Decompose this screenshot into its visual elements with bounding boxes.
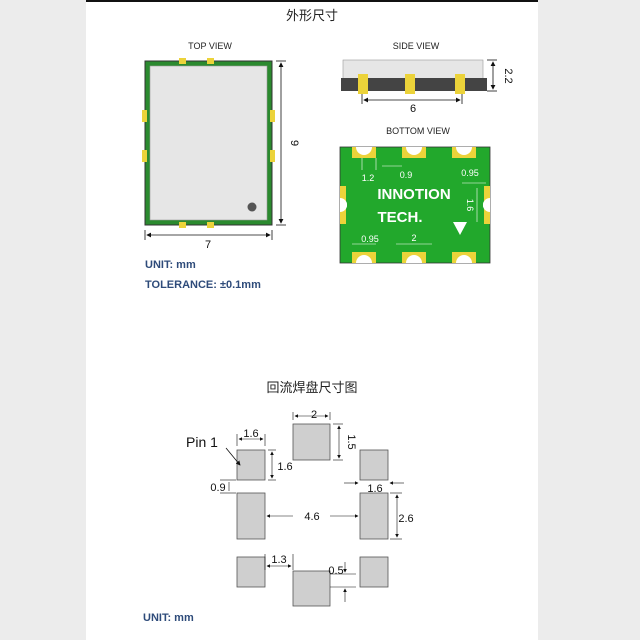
land-pattern xyxy=(236,423,389,607)
dim-top-height: 1.5 xyxy=(345,434,357,449)
pin1-label: Pin 1 xyxy=(186,434,218,450)
top-view-label: TOP VIEW xyxy=(188,41,232,51)
dim-center: 4.6 xyxy=(304,511,319,523)
outline-title: 外形尺寸 xyxy=(286,8,338,23)
dim-edge: 0.95 xyxy=(461,168,479,178)
dim-width: 7 xyxy=(205,239,211,251)
top-view-package xyxy=(142,58,275,228)
pin1-triangle-icon xyxy=(453,222,467,235)
dim-side-height: 2.2 xyxy=(502,68,514,83)
dim-edge2: 0.95 xyxy=(361,234,379,244)
side-view-package xyxy=(341,59,487,94)
unit-note: UNIT: mm xyxy=(145,259,196,271)
dim-right-width: 1.6 xyxy=(367,483,382,495)
tolerance-note: TOLERANCE: ±0.1mm xyxy=(145,279,261,291)
dim-bottom-offset: 0.5 xyxy=(328,565,343,577)
dim-right-height: 2.6 xyxy=(398,513,413,525)
dim-gap: 0.9 xyxy=(400,170,413,180)
brand-line1: INNOTION xyxy=(377,186,450,203)
dim-pin-height: 1.6 xyxy=(277,461,292,473)
dim-pad-height: 1.6 xyxy=(465,199,475,212)
dim-top-width: 2 xyxy=(311,409,317,421)
dim-height: 9 xyxy=(288,140,300,146)
dim-pitch: 2 xyxy=(411,233,416,243)
brand-line2: TECH. xyxy=(378,209,423,226)
dim-bottom-gap: 1.3 xyxy=(271,554,286,566)
dim-gap-left: 0.9 xyxy=(210,482,225,494)
bottom-view-package xyxy=(339,146,491,264)
top-rule xyxy=(86,0,538,2)
side-view-label: SIDE VIEW xyxy=(393,41,440,51)
pin1-dot-icon xyxy=(247,202,257,212)
bottom-view-label: BOTTOM VIEW xyxy=(386,126,450,136)
dim-pin-width: 1.6 xyxy=(243,428,258,440)
dim-side-length: 6 xyxy=(410,103,416,115)
reflow-title: 回流焊盘尺寸图 xyxy=(266,380,357,395)
unit-note-2: UNIT: mm xyxy=(143,612,194,624)
dim-pad-width: 1.2 xyxy=(362,173,375,183)
